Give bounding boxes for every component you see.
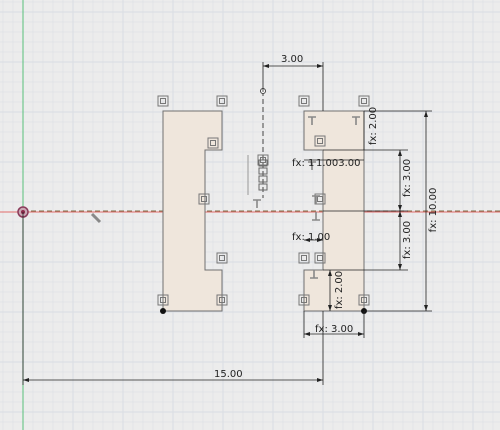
fix-constraint-icon[interactable] — [216, 252, 228, 264]
stacked-constraint-icons — [258, 159, 268, 191]
dim-top-width[interactable]: 3.00 — [281, 54, 303, 65]
constraint-glyphs — [157, 95, 370, 306]
fix-constraint-icon[interactable] — [314, 252, 326, 264]
left-bracket-profile[interactable] — [162, 110, 223, 312]
dim-bottom-small[interactable]: fx: 3.00 — [315, 324, 353, 335]
dim-right-top[interactable]: fx: 2.00 — [368, 107, 379, 145]
dim-mid-gap-upper-prefix[interactable]: fx: 1 — [292, 158, 314, 169]
dim-mid-gap-lower[interactable]: fx: 1.00 — [292, 232, 330, 243]
fix-constraint-icon[interactable] — [198, 193, 210, 205]
dim-right-bottom[interactable]: fx: 2.00 — [334, 271, 345, 309]
sketch-point[interactable] — [160, 308, 166, 314]
fix-constraint-icon[interactable] — [207, 137, 219, 149]
fix-constraint-icon[interactable] — [216, 294, 228, 306]
fix-constraint-icon[interactable] — [157, 95, 169, 107]
fix-constraint-icon[interactable] — [298, 294, 310, 306]
dim-right-upper-mid[interactable]: fx: 3.00 — [402, 159, 413, 197]
dimension-arrows — [23, 64, 428, 382]
dim-right-lower-mid[interactable]: fx: 3.00 — [402, 221, 413, 259]
fix-constraint-icon[interactable] — [157, 294, 169, 306]
dim-mid-gap-upper-value[interactable]: 1.003.00 — [316, 158, 361, 169]
perpendicular-markers — [90, 116, 360, 279]
fix-constraint-icon[interactable] — [298, 252, 310, 264]
fix-constraint-icon[interactable] — [358, 95, 370, 107]
dim-right-total[interactable]: fx: 10.00 — [428, 188, 439, 233]
dim-bottom-long[interactable]: 15.00 — [214, 369, 243, 380]
fix-constraint-icon[interactable] — [314, 135, 326, 147]
fix-constraint-icon[interactable] — [216, 95, 228, 107]
fix-constraint-icon[interactable] — [298, 95, 310, 107]
fix-constraint-icon[interactable] — [358, 294, 370, 306]
